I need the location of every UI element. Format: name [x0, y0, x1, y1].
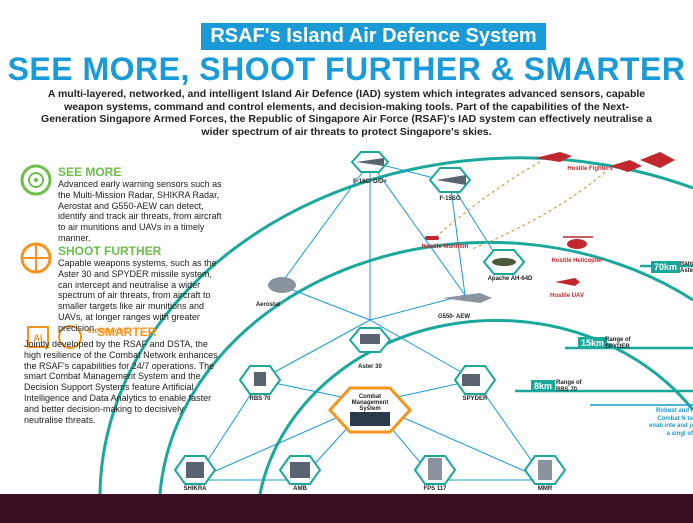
node-aerostat: Aerostat: [256, 277, 296, 308]
svg-text:AI: AI: [34, 333, 43, 343]
svg-text:010 01 100 011: 010 01 100 011: [88, 329, 130, 335]
range-text-8km: Range of RBS 70: [556, 380, 582, 393]
range-arc-8km: [258, 318, 693, 495]
intro-paragraph: A multi-layered, networked, and intellig…: [41, 88, 652, 138]
combat-network-note: Robust and r Combat N to enab inte and p…: [648, 408, 693, 437]
shoot-further-title: SHOOT FURTHER: [58, 244, 162, 258]
feature-smarter: SMARTER Jointly developed by the RSAF an…: [24, 325, 224, 425]
hostile-helicopter-label: Hostile Helicopter: [551, 258, 603, 264]
range-text-15km: Range of SPYDER: [605, 337, 631, 350]
svg-text:Aerostat: Aerostat: [256, 302, 280, 308]
range-tag-15km: 15km: [578, 337, 608, 349]
svg-text:AMB: AMB: [293, 486, 307, 492]
range-text-70km: Range Aste: [680, 261, 693, 274]
title-banner: RSAF's Island Air Defence System: [201, 23, 546, 50]
range-tag-8km: 8km: [531, 380, 556, 392]
node-aster30: Aster 30: [348, 327, 392, 370]
hostile-uav-icon: [555, 278, 580, 286]
smarter-title: SMARTER: [97, 325, 157, 339]
hostile-munition-icon: [425, 236, 439, 240]
svg-text:SPYDER: SPYDER: [463, 396, 488, 402]
svg-text:RBS 70: RBS 70: [249, 396, 271, 402]
svg-text:Combat: Combat: [359, 394, 381, 400]
see-more-title: SEE MORE: [58, 165, 122, 179]
svg-text:SHIKRA: SHIKRA: [183, 486, 207, 492]
shoot-further-icon: [20, 242, 52, 274]
svg-text:MMR: MMR: [538, 486, 553, 492]
node-fps117: FPS 117: [413, 455, 457, 492]
node-rbs70: RBS 70: [238, 365, 282, 402]
threat-trajectories: [431, 161, 606, 251]
node-shikra: SHIKRA: [173, 455, 217, 492]
node-combat-management-system: Combat Management System: [327, 386, 413, 434]
ai-chip-icon: AI: [27, 326, 49, 348]
svg-text:F-16C/ D/D+: F-16C/ D/D+: [353, 179, 387, 185]
hostile-helicopter-icon: [563, 236, 593, 249]
footer-bar: [0, 494, 693, 523]
svg-text:Management: Management: [352, 400, 389, 406]
node-spyder: SPYDER: [453, 365, 497, 402]
hostile-uav-label: Hostile UAV: [550, 293, 584, 299]
see-more-text: Advanced early warning sensors such as t…: [58, 179, 222, 243]
range-arc-70km: [98, 156, 693, 495]
svg-text:Apache AH-64D: Apache AH-64D: [488, 276, 533, 282]
feature-see-more: SEE MORE Advanced early warning sensors …: [58, 165, 223, 244]
svg-text:F-15SG: F-15SG: [439, 196, 460, 202]
range-arc-15km: [158, 240, 693, 495]
node-apache: Apache AH-64D: [482, 249, 533, 282]
smarter-text: Jointly developed by the RSAF and DSTA, …: [24, 339, 218, 425]
shoot-further-text: Capable weapons systems, such as the Ast…: [58, 258, 217, 333]
node-mmr: MMR: [523, 455, 567, 492]
node-g550: G550- AEW: [438, 293, 492, 320]
node-amb: AMB: [278, 455, 322, 492]
headline: SEE MORE, SHOOT FURTHER & SMARTER: [7, 51, 686, 87]
hostile-fighters-icon: [535, 152, 675, 172]
hostile-munition-label: Hostile Munition: [422, 244, 469, 250]
node-f15sg: F-15SG: [428, 167, 472, 202]
brain-icon: 010 01 100 011: [58, 325, 130, 349]
hostile-fighters-label: Hostile Fighters: [567, 166, 613, 172]
feature-shoot-further: SHOOT FURTHER Capable weapons systems, s…: [58, 244, 228, 334]
svg-text:G550- AEW: G550- AEW: [438, 314, 470, 320]
svg-text:Aster 30: Aster 30: [358, 364, 382, 370]
node-f16: F-16C/ D/D+: [350, 151, 390, 185]
svg-text:FPS 117: FPS 117: [423, 486, 447, 492]
see-more-icon: [20, 164, 52, 196]
svg-text:System: System: [359, 406, 380, 412]
range-tag-70km: 70km: [651, 261, 681, 273]
